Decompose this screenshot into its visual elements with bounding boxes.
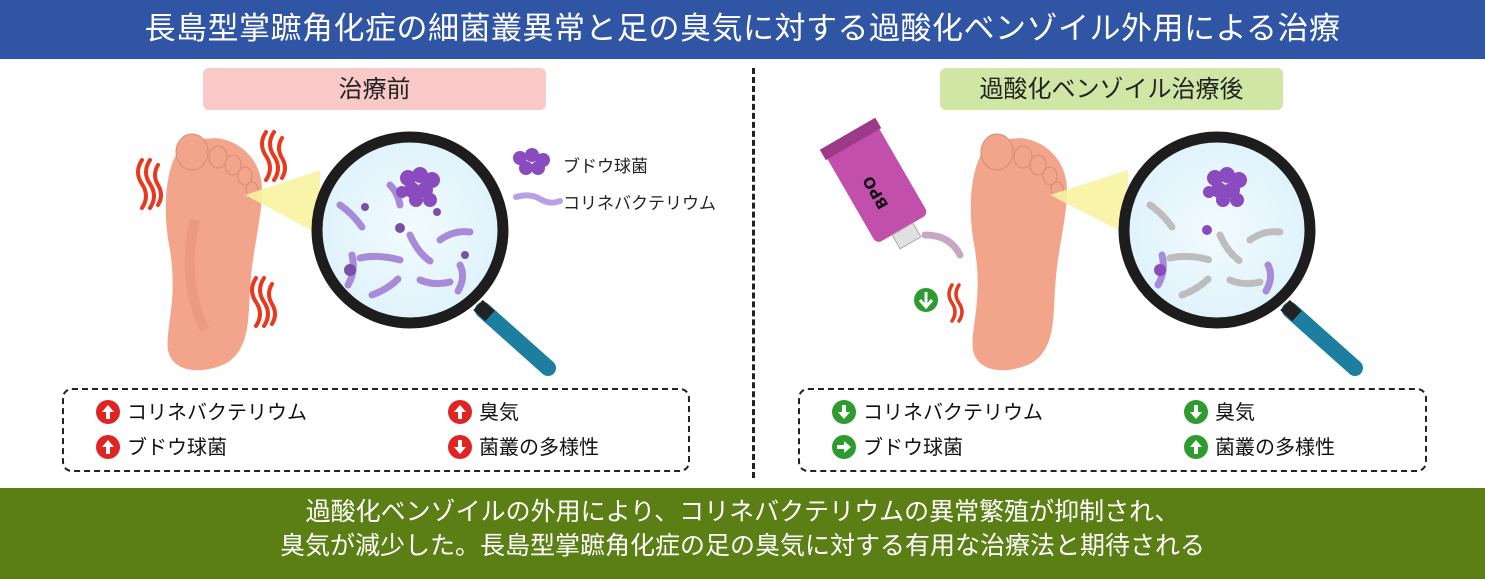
summary-item: コリネバクテリウム [832,399,1043,425]
summary-before-box: コリネバクテリウム ブドウ球菌 臭気 菌叢の多様性 [62,388,690,472]
magnifier-handle-icon [475,302,556,376]
coryne-bacteria-icon [336,181,474,299]
light-beam-icon [245,170,320,235]
summary-item: 臭気 [448,399,519,425]
odor-wave-icon [136,130,287,328]
up-arrow-icon [96,435,120,459]
foot-before-icon [165,133,262,371]
summary-item: ブドウ球菌 [832,434,963,460]
up-arrow-icon [96,400,120,424]
summary-item: 菌叢の多様性 [448,434,599,460]
summary-item: 菌叢の多様性 [1184,434,1335,460]
up-arrow-icon [1184,435,1208,459]
legend-coryne-label: コリネバクテリウム [563,194,716,214]
panel-divider [752,68,755,478]
bpo-tube-icon: BPO [819,117,927,250]
conclusion-line-2: 臭気が減少した。長島型掌蹠角化症の足の臭気に対する有用な治療法と期待される [279,531,1205,560]
legend-grape-label: ブドウ球菌 [563,157,648,177]
legend-grape-icon [513,148,550,175]
summary-item: 臭気 [1184,399,1255,425]
dead-bacteria-icon [1146,201,1284,299]
right-arrow-icon [832,435,856,459]
after-treatment-label: 過酸化ベンゾイル治療後 [940,68,1283,110]
conclusion-line-1: 過酸化ベンゾイルの外用により、コリネバクテリウムの異常繁殖が抑制され、 [305,497,1180,526]
before-treatment-label: 治療前 [203,68,546,110]
magnifier-lens-icon [311,131,509,329]
summary-item: ブドウ球菌 [96,434,227,460]
legend-coryne-icon [513,192,563,206]
down-arrow-icon [448,435,472,459]
summary-after-box: コリネバクテリウム ブドウ球菌 臭気 菌叢の多様性 [798,388,1427,472]
down-arrow-icon [1184,400,1208,424]
foot-after-icon [970,133,1067,371]
grape-cluster-icon [396,167,440,207]
up-arrow-icon [448,400,472,424]
conclusion-footer: 過酸化ベンゾイルの外用により、コリネバクテリウムの異常繁殖が抑制され、 臭気が減… [0,488,1485,579]
page-title: 長島型掌蹠角化症の細菌叢異常と足の臭気に対する過酸化ベンゾイル外用による治療 [0,0,1485,59]
down-arrow-icon [832,400,856,424]
summary-item: コリネバクテリウム [96,399,307,425]
